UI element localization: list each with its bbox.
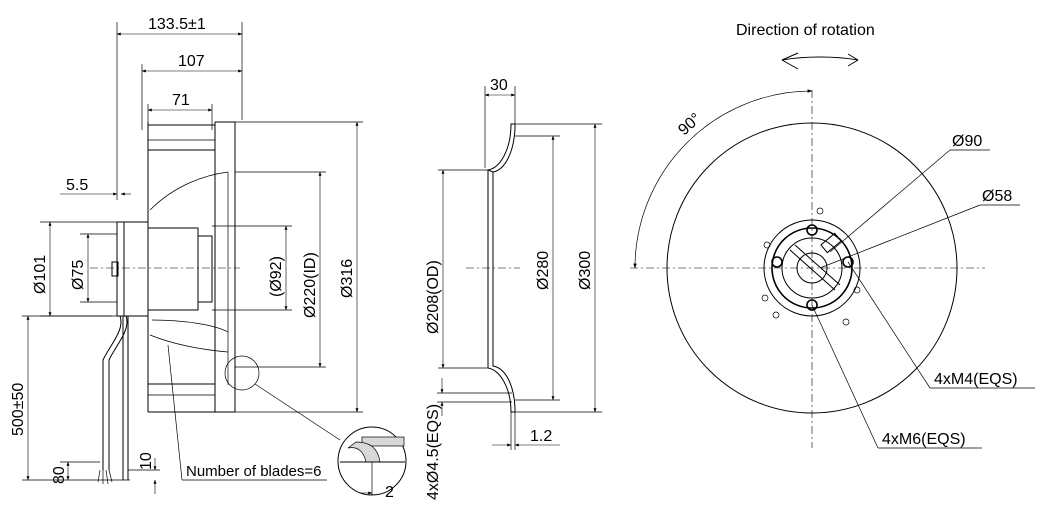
dim-300: Ø300: [577, 251, 594, 290]
dim-107: 107: [178, 53, 205, 70]
dim-holes: 4xØ4.5(EQS): [425, 404, 442, 500]
dim-2: 2: [385, 484, 394, 501]
hub-plate: [763, 219, 861, 317]
inlet-ring-view: 30 Ø208(OD) Ø280 Ø300 4xØ4.5(EQS) 1.2: [425, 77, 602, 500]
dim-71: 71: [172, 92, 190, 109]
rotation-label: Direction of rotation: [736, 22, 875, 39]
label-d90: Ø90: [952, 133, 982, 150]
dim-d75: Ø75: [70, 260, 87, 290]
dim-total-depth: 133.5±1: [148, 16, 206, 33]
front-view: Direction of rotation 90° Ø9: [630, 22, 1035, 449]
dim-cable-length: 500±50: [10, 383, 27, 436]
label-m4: 4xM4(EQS): [934, 371, 1018, 388]
dim-d92: (Ø92): [268, 256, 285, 297]
blades-note: Number of blades=6: [186, 463, 322, 480]
angle-label: 90°: [675, 110, 704, 139]
dim-d101: Ø101: [32, 255, 49, 294]
dim-d316: Ø316: [339, 259, 356, 298]
angle-arc: [633, 89, 813, 269]
detail-marker-circle: [224, 355, 260, 391]
dim-30: 30: [490, 77, 508, 94]
dim-10: 10: [138, 452, 155, 470]
dim-1-2: 1.2: [530, 428, 552, 445]
label-m6: 4xM6(EQS): [882, 431, 966, 448]
dim-280: Ø280: [535, 251, 552, 290]
rotation-arrowhead: [781, 52, 799, 70]
label-d58: Ø58: [982, 188, 1012, 205]
dim-d220: Ø220(ID): [302, 252, 319, 318]
rotation-arrow: [781, 56, 859, 61]
dim-5-5: 5.5: [66, 177, 88, 194]
side-view: 133.5±1 107 71 5.5: [10, 16, 407, 501]
dim-80: 80: [51, 466, 68, 484]
dim-od: Ø208(OD): [425, 260, 442, 334]
